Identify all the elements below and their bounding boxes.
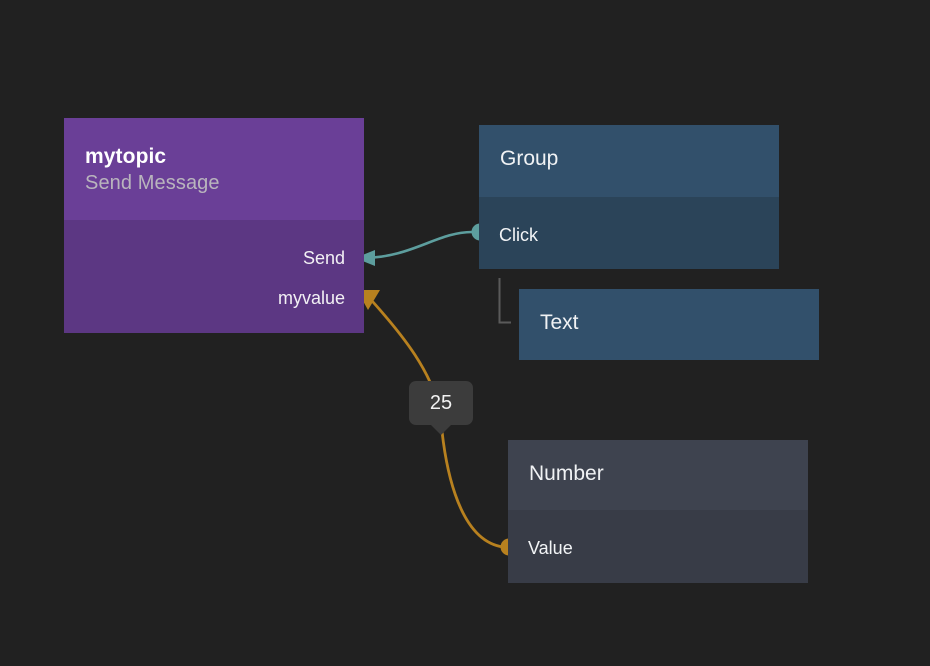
- port-myvalue[interactable]: myvalue: [64, 278, 364, 318]
- edge-value-badge-tail: [430, 424, 452, 435]
- port-click-label: Click: [499, 225, 538, 245]
- node-text-title: Text: [540, 311, 579, 334]
- node-text[interactable]: Text: [519, 289, 819, 360]
- tree-connector-group-to-text: [498, 278, 511, 324]
- node-mytopic-title: mytopic: [85, 145, 167, 168]
- port-send[interactable]: Send: [64, 238, 364, 278]
- edge-click-to-send: [360, 230, 474, 260]
- port-myvalue-label: myvalue: [277, 288, 345, 308]
- node-number-body: Value: [508, 510, 808, 583]
- port-value-label: Value: [528, 538, 573, 558]
- port-send-label: Send: [302, 248, 345, 268]
- node-group-body: Click: [479, 197, 779, 269]
- node-group-title: Group: [500, 147, 559, 170]
- edge-value-badge: 25: [409, 381, 473, 435]
- node-number[interactable]: Number Value: [508, 440, 808, 583]
- node-group[interactable]: Group Click: [479, 125, 779, 269]
- node-mytopic[interactable]: mytopic Send Message Send myvalue: [64, 118, 364, 333]
- node-group-header[interactable]: Group: [479, 125, 779, 197]
- node-text-header[interactable]: Text: [519, 289, 819, 336]
- node-number-title: Number: [529, 462, 604, 485]
- edge-value-badge-text: 25: [429, 392, 453, 414]
- node-mytopic-header[interactable]: mytopic Send Message: [64, 118, 364, 220]
- port-click[interactable]: Click: [479, 215, 779, 255]
- node-number-header[interactable]: Number: [508, 440, 808, 510]
- node-mytopic-body: Send myvalue: [64, 220, 364, 333]
- port-value[interactable]: Value: [508, 528, 808, 568]
- node-mytopic-subtitle: Send Message: [85, 172, 220, 194]
